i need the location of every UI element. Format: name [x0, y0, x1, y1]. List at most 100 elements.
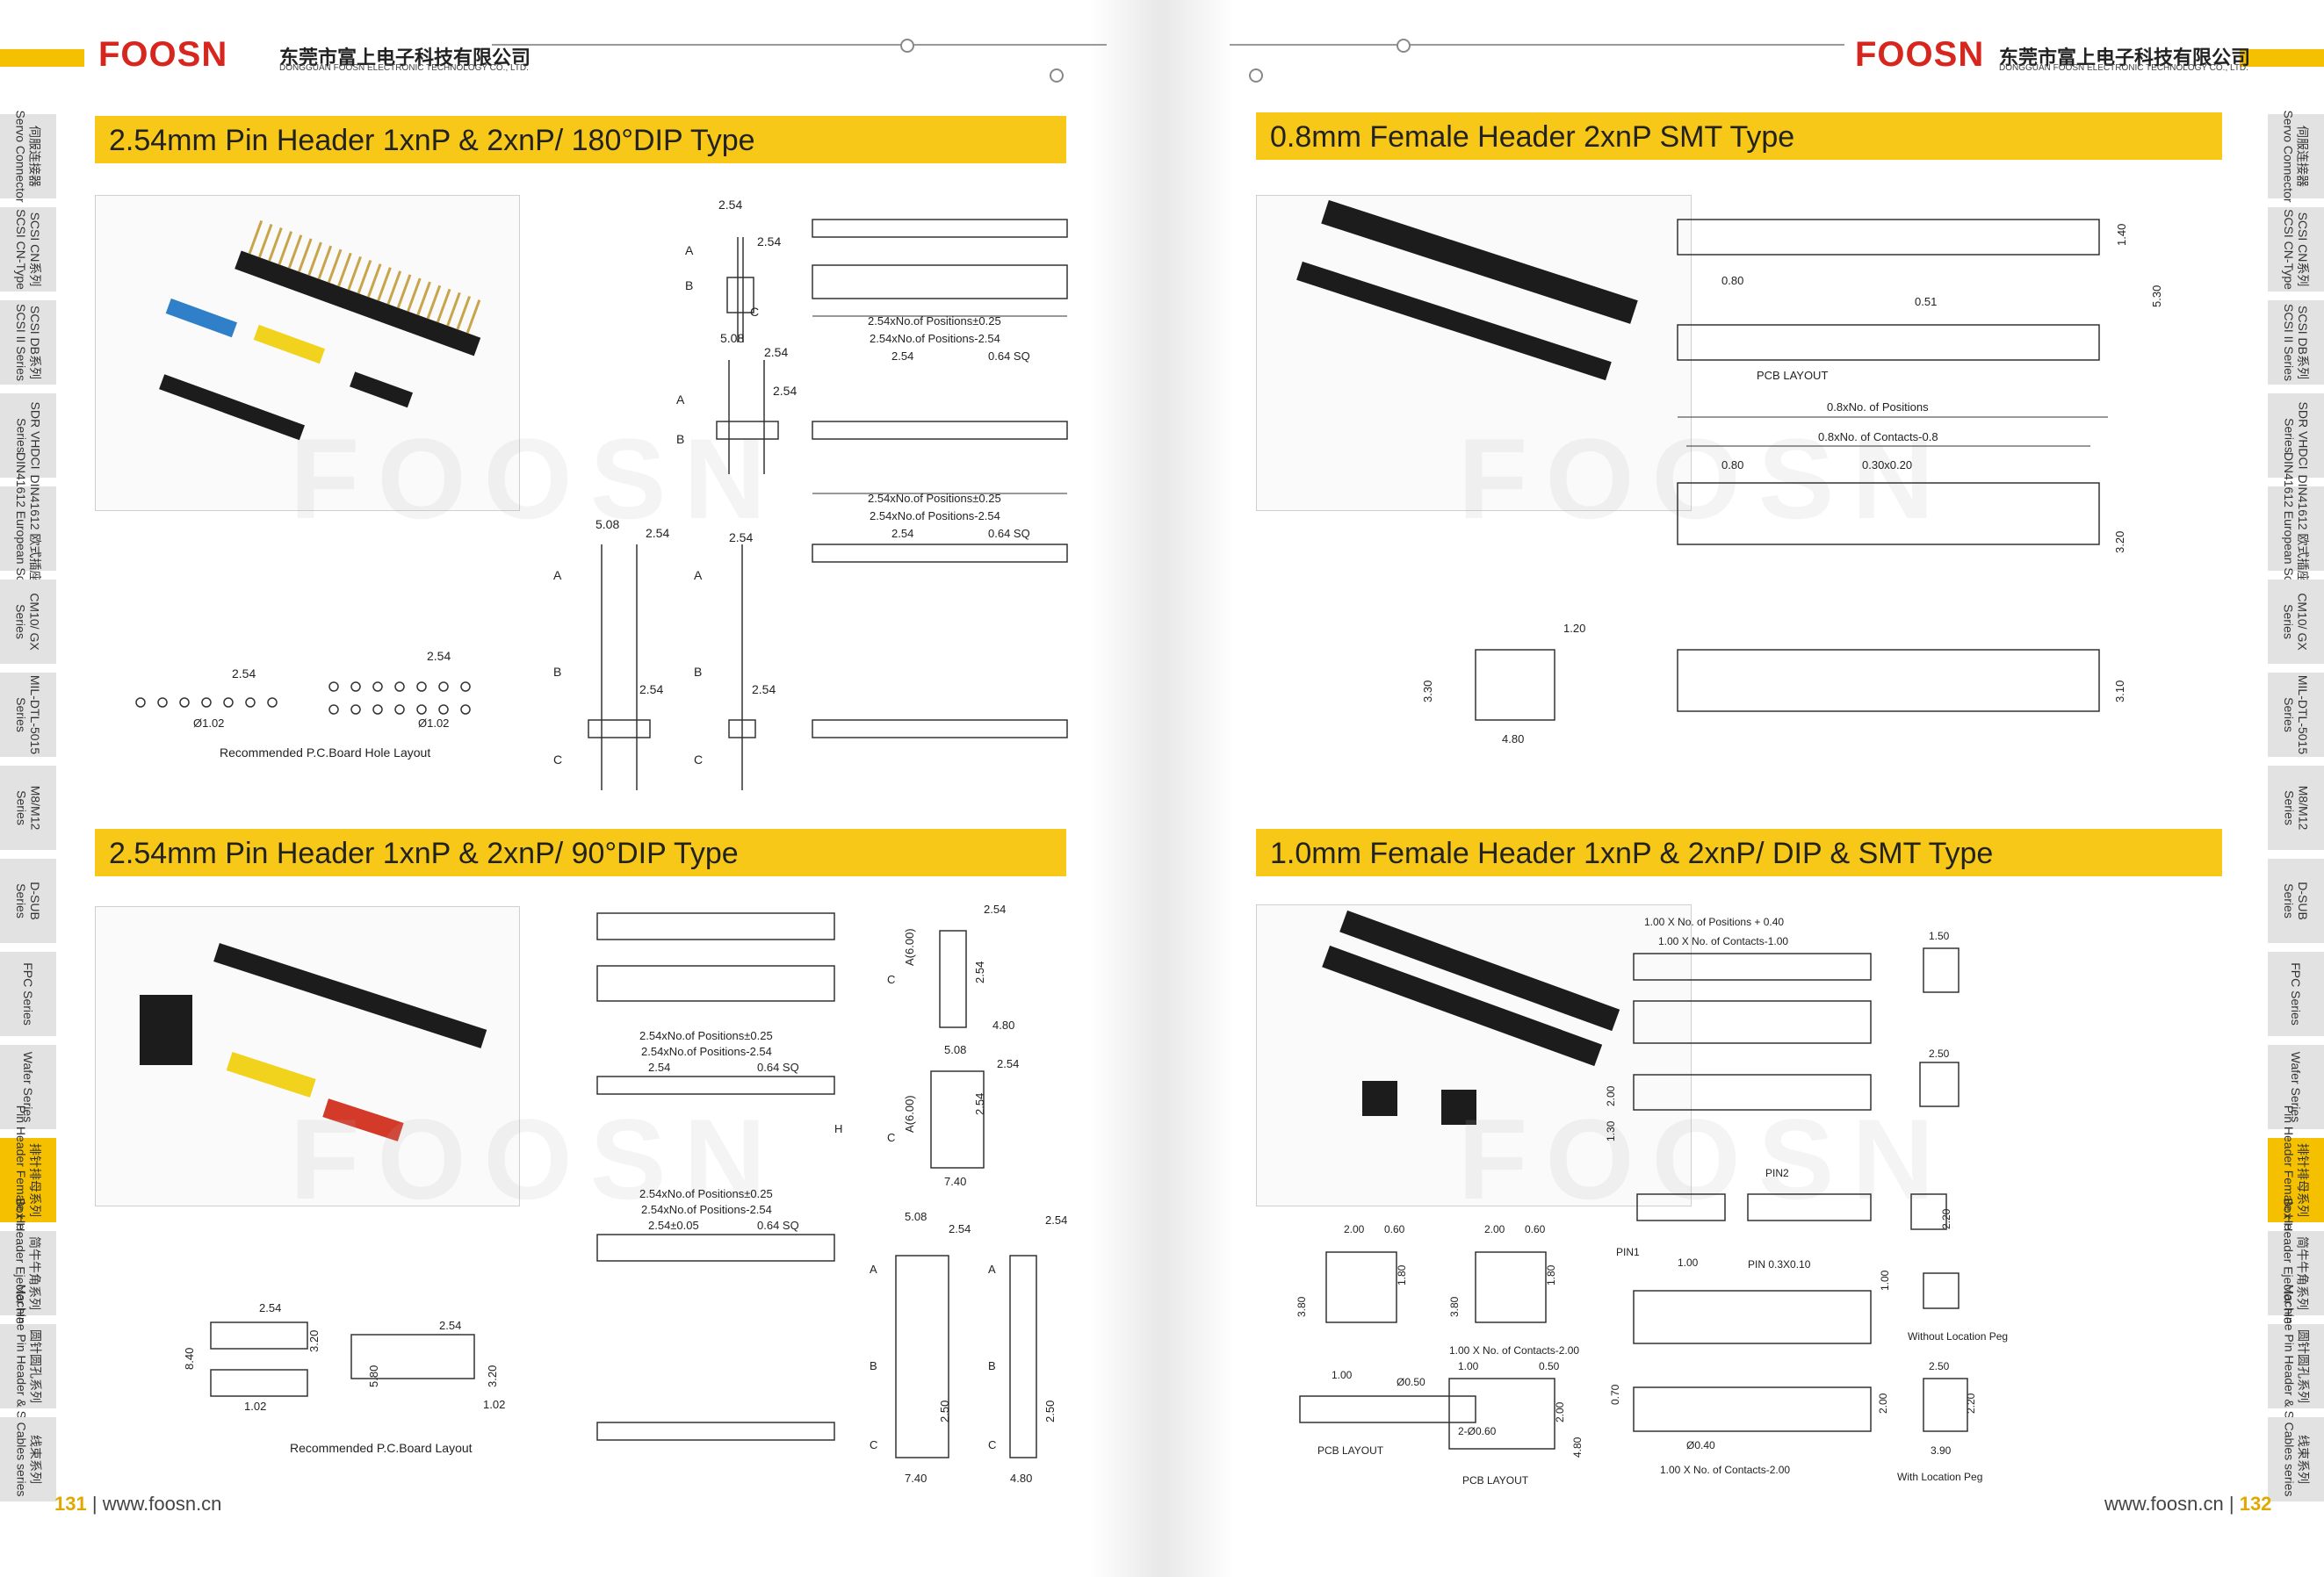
section-title-08mm-smt: 0.8mm Female Header 2xnP SMT Type [1256, 112, 2222, 160]
dim-label: 8.40 [183, 1348, 196, 1370]
dim-label: 2.54 [232, 666, 256, 680]
side-tab-6[interactable]: CM10/ GX Series [2268, 580, 2324, 667]
side-tab-2[interactable]: SCSI CN系列 SCSI CN-Type [2268, 207, 2324, 295]
page-footer: 131 | www.foosn.cn [54, 1493, 221, 1516]
dim-label: PCB LAYOUT [1757, 369, 1828, 382]
side-tab-12[interactable]: 排针排母系列 Pin Header Female Header [2268, 1105, 2324, 1255]
side-tab-label: CM10/ GX Series [2282, 593, 2311, 651]
brand-logo: FOOSN [1855, 35, 1985, 74]
dim-label: 0.60 [1384, 1223, 1405, 1235]
dim-label: 4.80 [1502, 732, 1524, 745]
dim-label: 2.54 [764, 345, 788, 359]
side-tab-9[interactable]: D-SUB Series [0, 859, 56, 947]
product-photo-10mm [1256, 904, 1692, 1206]
side-tab-12[interactable]: 排针排母系列 Pin Header Female Header [0, 1105, 56, 1255]
side-tab-5[interactable]: DIN41612 欧式插座 DIN41612 European Socket [2268, 452, 2324, 605]
footer-url[interactable]: www.foosn.cn [102, 1493, 222, 1515]
side-tab-4[interactable]: SDR VHDCI Series [2268, 393, 2324, 481]
dim-label: 5.08 [905, 1210, 927, 1223]
side-tab-8[interactable]: M8/M12 Series [0, 766, 56, 853]
side-tab-2[interactable]: SCSI CN系列 SCSI CN-Type [0, 207, 56, 295]
dim-label: 2.20 [1965, 1393, 1977, 1414]
dim-label: PCB LAYOUT [1462, 1474, 1529, 1487]
side-tab-8[interactable]: M8/M12 Series [2268, 766, 2324, 853]
dim-label: B [694, 665, 702, 679]
side-tab-label: SCSI DB系列 SCSI II Series [14, 304, 43, 381]
side-tab-14[interactable]: 圆针圆孔系列 Machine Pin Header & Socket [2268, 1285, 2324, 1448]
dim-label: C [988, 1438, 996, 1451]
dim-label: 2.54 [427, 649, 451, 663]
side-tab-13[interactable]: 简牛牛角系列 Box Header Ejector Header [2268, 1198, 2324, 1349]
watermark: FOOSN [1458, 414, 1952, 543]
side-tab-11[interactable]: Wafer Series [0, 1045, 56, 1133]
side-tab-15[interactable]: 线束系列 Cables series [0, 1417, 56, 1505]
dim-label: 1.00 X No. of Positions + 0.40 [1644, 916, 1784, 928]
brand-logo: FOOSN [98, 35, 228, 74]
dim-label: 5.08 [595, 517, 619, 531]
side-tab-3[interactable]: SCSI DB系列 SCSI II Series [2268, 300, 2324, 388]
side-tab-1[interactable]: 伺服连接器 Servo Connector [0, 110, 56, 203]
technical-drawing-180dip: 2.54 A B C 2.54 5.08 2.54 A B 2.54 2.54x… [135, 198, 1068, 790]
dim-label: 0.51 [1915, 295, 1937, 308]
dim-label: Ø1.02 [418, 716, 449, 730]
side-tab-11[interactable]: Wafer Series [2268, 1045, 2324, 1133]
dim-label: 3.10 [2113, 680, 2126, 702]
side-tab-7[interactable]: MIL-DTL-5015 Series [2268, 673, 2324, 760]
dim-label: 2.54 [773, 384, 797, 398]
side-tab-4[interactable]: SDR VHDCI Series [0, 393, 56, 481]
dim-label: A(6.00) [903, 928, 916, 966]
dim-label: B [870, 1359, 877, 1372]
side-tab-label: M8/M12 Series [2281, 785, 2310, 831]
dim-label: 2.00 [1344, 1223, 1365, 1235]
dim-label: A [553, 568, 562, 582]
dim-label: 1.00 X No. of Contacts-2.00 [1660, 1464, 1790, 1476]
section-title-90dip: 2.54mm Pin Header 1xnP & 2xnP/ 90°DIP Ty… [95, 829, 1066, 876]
side-tab-15[interactable]: 线束系列 Cables series [2268, 1417, 2324, 1505]
dim-label: 2-Ø0.60 [1458, 1425, 1497, 1437]
footer-separator: | [91, 1493, 97, 1515]
dim-label: 0.64 SQ [757, 1219, 799, 1232]
dim-label: 0.50 [1539, 1360, 1560, 1372]
side-tab-3[interactable]: SCSI DB系列 SCSI II Series [0, 300, 56, 388]
dim-label: 0.80 [1721, 274, 1743, 287]
side-tab-10[interactable]: FPC Series [2268, 952, 2324, 1040]
dim-label: H [834, 1122, 842, 1135]
dim-label: 1.00 [1458, 1360, 1479, 1372]
dim-label: 3.80 [1448, 1296, 1461, 1317]
dim-label: 0.30x0.20 [1862, 458, 1912, 472]
dim-label: C [553, 752, 562, 767]
dim-label: 7.40 [944, 1175, 966, 1188]
side-tab-6[interactable]: CM10/ GX Series [0, 580, 56, 667]
pin-grid-top-view [812, 219, 1068, 299]
side-tab-label: M8/M12 Series [13, 785, 42, 831]
hole-pattern [135, 681, 471, 715]
dim-label: 1.80 [1396, 1264, 1408, 1285]
side-tab-label: 线束系列 Cables series [14, 1422, 43, 1497]
dim-label: 2.54 [973, 961, 986, 983]
dim-label: 2.54xNo.of Positions±0.25 [868, 314, 1001, 328]
dim-label: 2.54±0.05 [648, 1219, 699, 1232]
dim-label: 2.00 [1484, 1223, 1505, 1235]
dim-label: B [988, 1359, 996, 1372]
dim-label: 0.64 SQ [988, 527, 1030, 540]
side-tab-1[interactable]: 伺服连接器 Servo Connector [2268, 110, 2324, 203]
side-tab-7[interactable]: MIL-DTL-5015 Series [0, 673, 56, 760]
side-tab-label: SCSI DB系列 SCSI II Series [2282, 304, 2311, 381]
side-tab-5[interactable]: DIN41612 欧式插座 DIN41612 European Socket [0, 452, 56, 605]
side-tab-9[interactable]: D-SUB Series [2268, 859, 2324, 947]
dim-label: A [694, 568, 703, 582]
footer-url[interactable]: www.foosn.cn [2104, 1493, 2224, 1515]
watermark: FOOSN [290, 414, 784, 543]
side-tab-13[interactable]: 简牛牛角系列 Box Header Ejector Header [0, 1198, 56, 1349]
side-tab-14[interactable]: 圆针圆孔系列 Machine Pin Header & Socket [0, 1285, 56, 1448]
dim-label: 1.50 [1929, 930, 1950, 942]
side-tab-label: SCSI CN系列 SCSI CN-Type [14, 209, 42, 290]
dim-label: A [685, 243, 694, 257]
dim-label: 2.54xNo.of Positions±0.25 [639, 1187, 773, 1200]
dim-label: C [750, 305, 759, 319]
page-footer: www.foosn.cn | 132 [2104, 1493, 2271, 1516]
side-tab-label: D-SUB Series [2282, 882, 2310, 920]
dim-label: 2.50 [938, 1401, 951, 1422]
side-tab-10[interactable]: FPC Series [0, 952, 56, 1040]
page-number: 131 [54, 1493, 87, 1515]
